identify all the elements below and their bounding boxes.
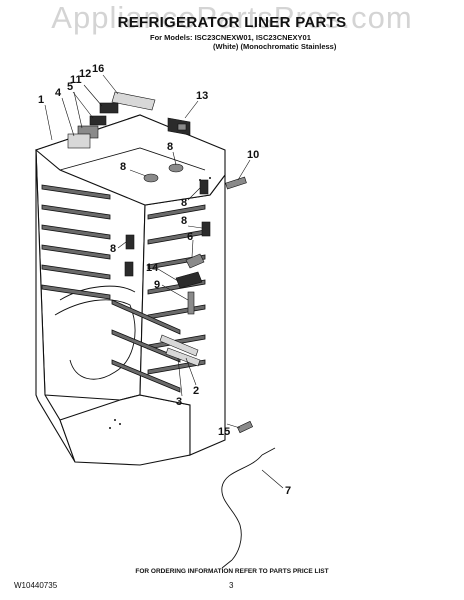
leader-lines — [44, 74, 284, 489]
callout-5: 5 — [67, 81, 73, 93]
callout-4: 4 — [55, 87, 62, 99]
callout-7: 7 — [285, 485, 291, 497]
callout-8-left: 8 — [110, 243, 116, 255]
callout-9: 9 — [154, 279, 160, 291]
callout-6: 6 — [187, 231, 193, 243]
callout-15: 15 — [218, 426, 230, 438]
callout-13: 13 — [196, 90, 208, 102]
callout-1: 1 — [38, 94, 44, 106]
part-7-water-tube — [221, 447, 276, 569]
part-8-clips — [124, 163, 211, 277]
document-number: W10440735 — [14, 581, 58, 590]
callout-12: 12 — [79, 68, 91, 80]
ordering-info: FOR ORDERING INFORMATION REFER TO PARTS … — [135, 568, 329, 575]
page-number: 3 — [229, 581, 234, 590]
callout-labels: 1 4 5 11 12 16 13 10 8 8 8 8 8 6 14 9 2 … — [38, 63, 291, 497]
callout-16: 16 — [92, 63, 104, 75]
part-4-module — [67, 133, 91, 149]
part-12-bracket — [99, 102, 119, 114]
callout-8-right-lower: 8 — [181, 215, 187, 227]
model-list: For Models: ISC23CNEXW01, ISC23CNEXY01 — [150, 33, 311, 42]
callout-11: 11 — [70, 74, 82, 86]
part-13-damper — [167, 117, 191, 136]
callout-2: 2 — [193, 385, 199, 397]
part-14-light — [175, 271, 203, 289]
part-16-cover — [111, 91, 156, 111]
part-2-strip — [159, 334, 201, 367]
page-title: REFRIGERATOR LINER PARTS — [117, 14, 347, 31]
model-colors: (White) (Monochromatic Stainless) — [213, 42, 337, 51]
part-10-tube — [225, 176, 247, 190]
callout-8: 8 — [120, 161, 126, 173]
callout-10: 10 — [247, 149, 259, 161]
part-11-switch — [89, 115, 107, 126]
callout-3: 3 — [176, 396, 182, 408]
callout-14: 14 — [146, 262, 159, 274]
watermark-logo: AppliancePartsPros.com — [51, 0, 413, 35]
callout-8-right-upper: 8 — [181, 197, 187, 209]
part-15-fitting — [236, 420, 254, 434]
liner-cabinet — [34, 114, 226, 466]
callout-8-top: 8 — [167, 141, 173, 153]
part-9-bulb — [187, 291, 195, 315]
part-6-cap — [185, 253, 205, 269]
